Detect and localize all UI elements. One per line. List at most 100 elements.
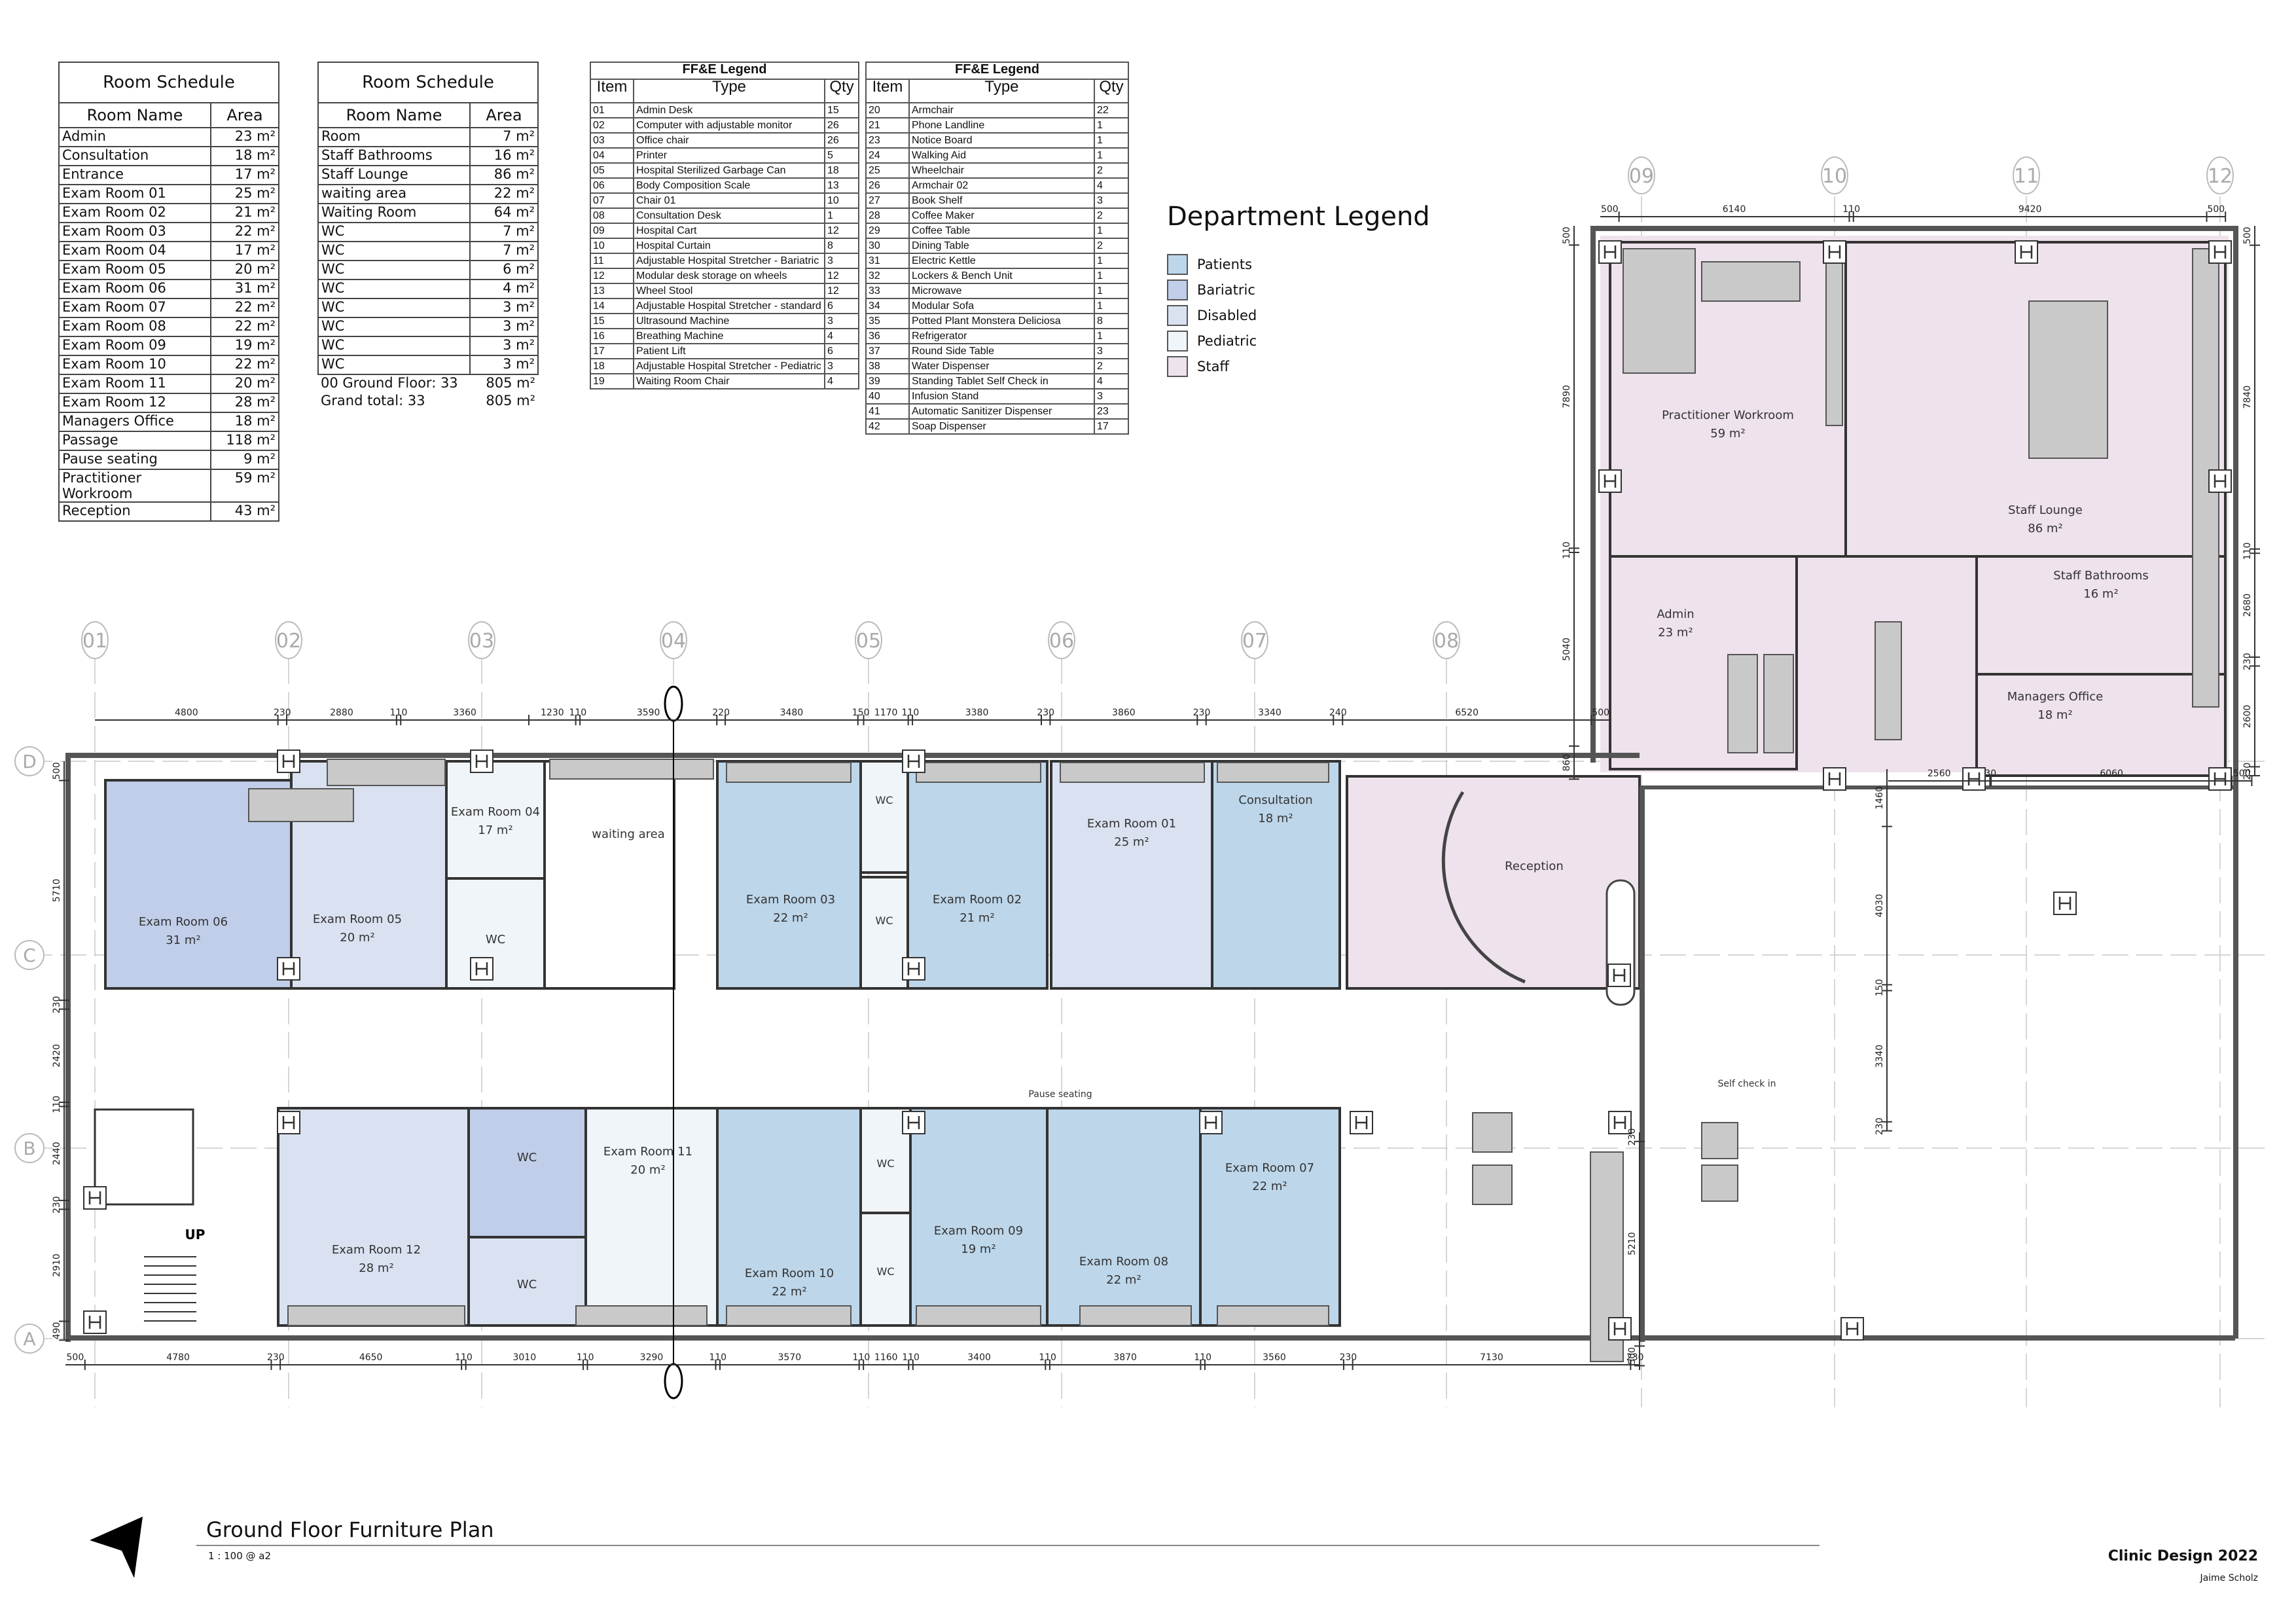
item-type: Soap Dispenser: [908, 418, 1095, 435]
furniture-block: [1472, 1112, 1513, 1153]
item-number: 25: [865, 162, 910, 179]
item-qty: 1: [1094, 253, 1129, 269]
structural-column-icon: [1840, 1317, 1864, 1341]
item-type: Consultation Desk: [633, 208, 825, 224]
item-type: Book Shelf: [908, 192, 1095, 209]
dimension-value: 230: [1874, 1117, 1885, 1135]
room-name-label: Exam Room 01: [1087, 817, 1176, 831]
furniture-block: [1217, 1305, 1329, 1326]
item-qty: 13: [824, 177, 859, 194]
room-name: WC: [317, 355, 471, 375]
structural-column-icon: [277, 1111, 300, 1134]
room-area: 22 m²: [210, 355, 279, 375]
item-qty: 5: [824, 147, 859, 164]
item-type: Lockers & Bench Unit: [908, 268, 1095, 284]
room-label-wc: WC: [876, 794, 893, 806]
room-name: Exam Room 04: [58, 241, 211, 261]
item-number: 04: [590, 147, 634, 164]
furniture-block: [916, 1305, 1041, 1326]
table-title: FF&E Legend: [865, 62, 1129, 80]
room-area: 19 m²: [210, 336, 279, 356]
room-outline: [909, 1107, 1049, 1327]
item-type: Wheel Stool: [633, 283, 825, 299]
item-qty: 1: [1094, 117, 1129, 134]
dimension-value: 110: [52, 1096, 62, 1113]
room-name: Exam Room 06: [58, 279, 211, 299]
room-area: 7 m²: [469, 127, 539, 147]
room-name-label: WC: [876, 914, 893, 927]
dimension-value: 3860: [1112, 708, 1136, 718]
room-name: Managers Office: [58, 412, 211, 432]
dimension-value: 110: [709, 1352, 726, 1363]
dimension-value: 230: [2242, 653, 2253, 670]
room-area-label: 21 m²: [960, 911, 994, 925]
structural-column-icon: [1598, 240, 1622, 264]
dimension-value: 3590: [637, 708, 660, 718]
room-name: Exam Room 10: [58, 355, 211, 375]
dimension-value: 3560: [1263, 1352, 1286, 1363]
item-type: Hospital Cart: [633, 223, 825, 239]
furniture-block: [1727, 654, 1758, 753]
room-outline: [906, 760, 1049, 990]
item-qty: 1: [1094, 328, 1129, 344]
room-name-label: Reception: [1505, 859, 1564, 873]
grid-column-label: 10: [1822, 165, 1847, 188]
total-area: 805 m²: [486, 375, 535, 391]
item-qty: 2: [1094, 162, 1129, 179]
rooms-layer: [104, 236, 2229, 1327]
grid-bubble: [855, 621, 882, 659]
dimension-value: 500: [52, 762, 62, 780]
dimension-value: 230: [52, 996, 62, 1014]
dimension-value: 3360: [453, 708, 476, 718]
item-number: 39: [865, 373, 910, 389]
room-name: Reception: [58, 501, 211, 522]
room-outline: [277, 1107, 470, 1327]
room-area: 7 m²: [469, 222, 539, 242]
legend-swatch: [1167, 305, 1188, 326]
item-number: 31: [865, 253, 910, 269]
item-qty: 3: [824, 253, 859, 269]
item-qty: 2: [1094, 358, 1129, 374]
item-qty: 4: [824, 328, 859, 344]
room-name-label: Exam Room 11: [603, 1145, 692, 1159]
dimension-value: 110: [1194, 1352, 1211, 1363]
item-number: 13: [590, 283, 634, 299]
structural-column-icon: [902, 1111, 925, 1134]
legend-item-pediatric: Pediatric: [1167, 331, 1257, 352]
room-name: WC: [317, 222, 471, 242]
item-type: Armchair 02: [908, 177, 1095, 194]
dimension-value: 1160: [874, 1352, 898, 1363]
structural-column-icon: [902, 749, 925, 773]
dimension-value: 490: [52, 1322, 62, 1340]
dimension-value: 3400: [967, 1352, 991, 1363]
room-name: Room: [317, 127, 471, 147]
dimension-value: 230: [1037, 708, 1054, 718]
room-area: 25 m²: [210, 184, 279, 204]
room-outline: [467, 1107, 587, 1238]
structural-column-icon: [1608, 1111, 1632, 1134]
furniture-block: [1701, 261, 1801, 302]
room-name-label: Exam Room 10: [745, 1267, 834, 1280]
item-number: 14: [590, 298, 634, 314]
table-title: Room Schedule: [317, 62, 539, 103]
structural-column-icon: [470, 957, 493, 981]
room-name-label: Exam Room 03: [746, 893, 835, 907]
